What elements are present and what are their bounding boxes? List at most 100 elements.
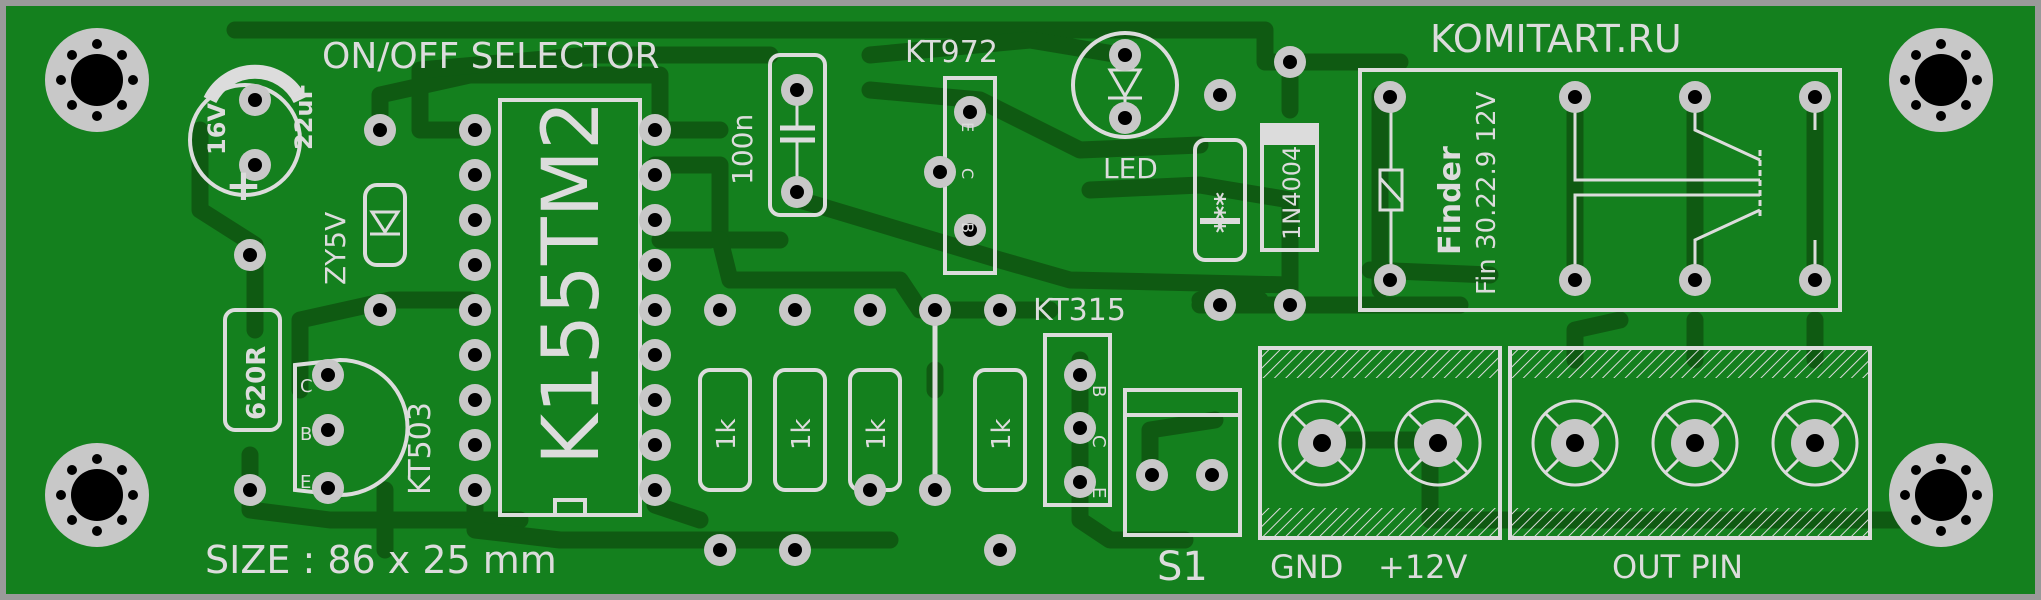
led-pad-hole [1118,48,1132,62]
mounting-holes [45,28,1993,547]
resistor-620r-outline [223,308,282,432]
resistor-1k-4-label: 1k [987,418,1017,450]
resistor-620r-pad-hole [243,483,257,497]
zener-pad-hole [373,123,387,137]
kt315-pin-c: C [1088,435,1109,448]
resistor-1k-pad-hole [863,303,877,317]
relay-pad-hole [1808,273,1822,287]
cap-22uf-outline [188,83,302,197]
diode-label: 1N4004 [1278,146,1306,240]
switch-s1-outline [1123,388,1242,537]
kt315-label: KT315 [1033,293,1126,328]
kt972-pin-c: C [958,168,977,179]
gnd-label: GND [1270,548,1343,586]
resistor-1k-pad-hole [788,303,802,317]
relay-pad-hole [1688,273,1702,287]
kt315-pin-b: B [1088,385,1109,397]
terminal-pad-hole [1806,434,1824,452]
mounting-hole-bl [45,443,149,547]
resistor-star-pad-hole [1213,298,1227,312]
kt503-pad-hole [321,368,335,382]
kt972-pin-b: B [958,222,977,233]
cap-100n-pad-hole [790,185,804,199]
switch-s1-label: S1 [1157,544,1208,590]
ic-pin-hole [468,213,482,227]
cap-100n-pad-hole [790,83,804,97]
kt503-outline [293,357,410,498]
resistor-1k-pad-hole [713,303,727,317]
resistor-1k-pad-hole [863,483,877,497]
resistor-1k-1-label: 1k [712,418,742,450]
ic-pin-hole [468,123,482,137]
kt315-pad-hole [1073,421,1087,435]
kt972-pin-e: E [958,122,977,132]
relay-model-label: Fin 30.22.9 12V [1472,91,1502,295]
resistor-1k-2-label: 1k [787,418,817,450]
relay-brand-label: Finder [1433,146,1468,255]
brand-label: KOMITART.RU [1430,17,1682,61]
terminal-pad-hole [1429,434,1447,452]
relay-pad-hole [1383,273,1397,287]
terminal-hatching [1262,350,1868,536]
zener-outline [363,183,407,267]
relay-pad-hole [1568,90,1582,104]
resistor-star-label: *** [1210,192,1240,233]
ic-pin-hole [648,123,662,137]
mounting-hole-br [1889,443,1993,547]
cap-plus-label: + [225,160,262,211]
relay-pad-hole [1383,90,1397,104]
kt503-pin-c: C [300,376,313,397]
ic-pin-hole [468,483,482,497]
size-label: SIZE : 86 x 25 mm [205,538,557,582]
v12-label: +12V [1378,548,1468,586]
jumper-pad-hole [928,303,942,317]
kt503-pad-hole [321,481,335,495]
relay-pad-hole [1568,273,1582,287]
mounting-hole-tl [45,28,149,132]
jumper-pad-hole [928,483,942,497]
diode-pad-hole [1283,298,1297,312]
resistor-1k-pad-hole [713,543,727,557]
kt503-label: KT503 [403,402,438,495]
switch-s1-pad-hole [1205,468,1219,482]
silkscreen-labels: ON/OFF SELECTOR KOMITART.RU SIZE : 86 x … [203,17,1743,590]
ic-pin-hole [648,258,662,272]
resistor-1k-pad-hole [788,543,802,557]
zener-label: ZY5V [319,212,352,285]
relay-outline [1358,68,1842,312]
ic-pin-hole [648,303,662,317]
kt503-pin-b: B [300,424,312,445]
diode-pad-hole [1283,55,1297,69]
ic-pin-hole [468,348,482,362]
terminal-pad-hole [1566,434,1584,452]
terminal-pad-hole [1313,434,1331,452]
ic-pin-hole [468,438,482,452]
resistor-1k-4-outline [973,368,1027,492]
ic-pin-hole [648,483,662,497]
terminal-out-outline [1508,346,1872,540]
mounting-hole-tr [1889,28,1993,132]
resistor-1k-pad-hole [993,543,1007,557]
resistor-620r-pad-hole [243,248,257,262]
terminal-power-outline [1258,346,1502,540]
ic-label: K155TM2 [527,100,617,465]
cap-voltage-label: 16V [203,103,231,155]
resistor-1k-3-label: 1k [862,418,892,450]
resistor-1k-1-outline [698,368,752,492]
diode-band [1262,125,1317,145]
kt315-outline [1043,333,1112,507]
resistor-1k-pad-hole [993,303,1007,317]
kt972-label: KT972 [905,35,998,70]
kt315-pad-hole [1073,475,1087,489]
ic-pin-hole [648,348,662,362]
cap-22uf-pad-hole [248,93,262,107]
ic-pin-hole [648,393,662,407]
cap-22uf-pad-hole [248,158,262,172]
relay-pad-hole [1688,90,1702,104]
led-pad-hole [1118,111,1132,125]
resistor-620r-label: 620R [242,346,272,420]
ic-pin-hole [468,393,482,407]
cap-100n-label: 100n [726,114,759,185]
resistor-1k-2-outline [773,368,827,492]
